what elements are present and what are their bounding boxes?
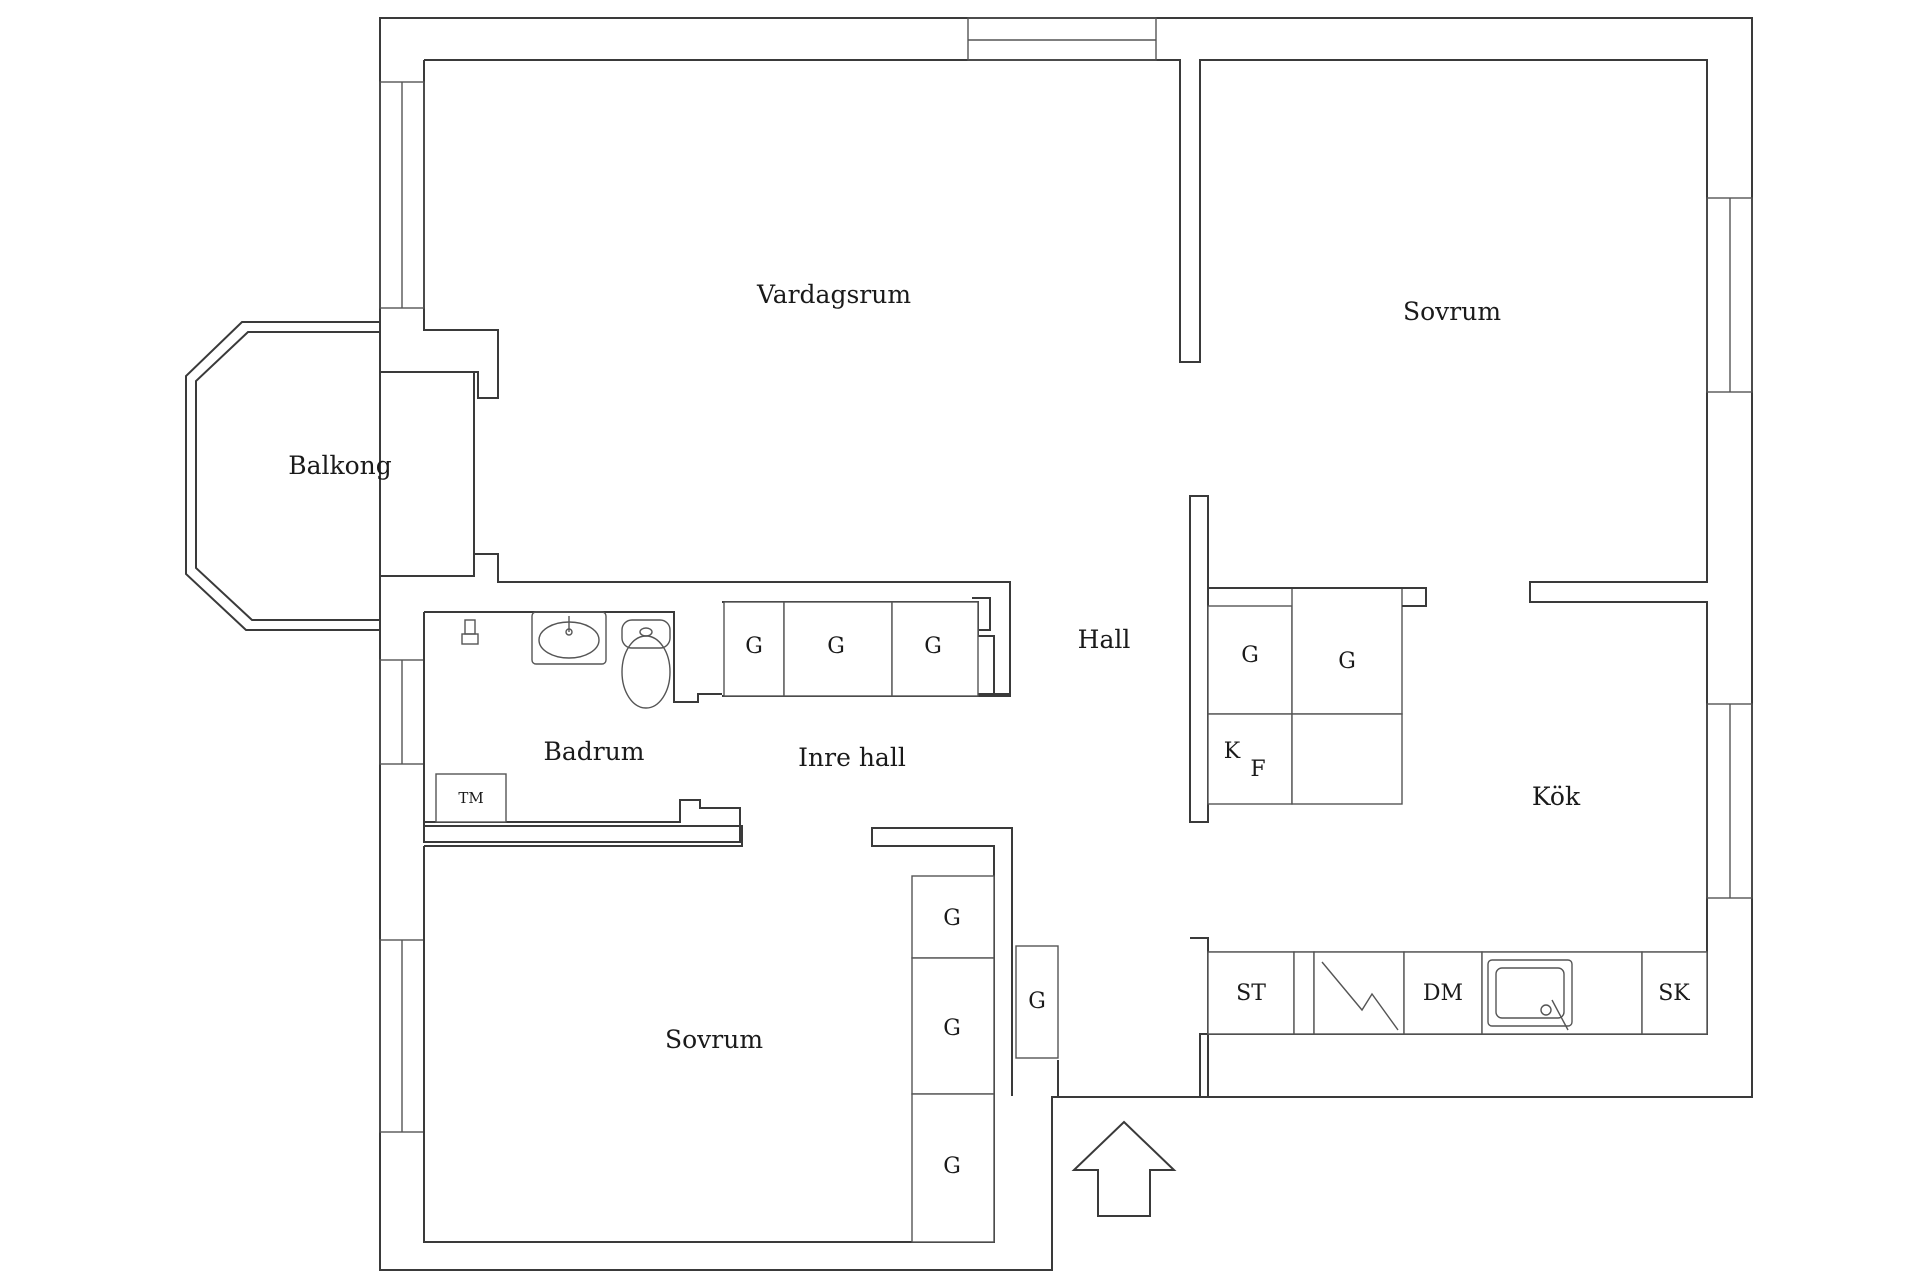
counter-dm	[1403, 951, 1483, 1035]
counter-gap	[1293, 951, 1315, 1035]
closet-g3	[1291, 713, 1403, 805]
inner-wall-left-top	[380, 60, 499, 399]
washer-tm	[435, 773, 507, 823]
hall-closet-wall	[1189, 495, 1209, 823]
tm-label: TM	[458, 789, 483, 807]
counter-sk	[1641, 951, 1708, 1035]
bathroom-wall	[423, 612, 741, 843]
hall-closet-wall-bottom	[1190, 937, 1209, 1096]
wardrobe-g6-label: G	[943, 1154, 961, 1179]
hall-wall-right	[994, 586, 1011, 697]
room-label-sovrum-top: Sovrum	[1403, 297, 1501, 326]
counter-stove	[1313, 951, 1405, 1035]
closet-g2-label: G	[1338, 649, 1356, 674]
sink-kitchen-icon	[1487, 959, 1573, 1031]
balcony-outer	[185, 321, 380, 631]
room-label-kok: Kök	[1532, 782, 1581, 811]
toilet-icon	[621, 619, 671, 709]
closet-g2	[1291, 587, 1403, 715]
bathroom-wall-top	[424, 611, 722, 703]
closet-g1-label: G	[1241, 643, 1259, 668]
wardrobe-g2-label: G	[827, 634, 845, 659]
entrance-arrow-icon	[1071, 1120, 1177, 1217]
room-label-balkong: Balkong	[288, 451, 392, 480]
wardrobe-g4	[911, 875, 995, 959]
window-top	[967, 17, 1157, 61]
bedroom-bottom-top	[424, 825, 743, 847]
balcony-inner	[195, 331, 380, 621]
room-label-vardagsrum: Vardagsrum	[756, 280, 911, 309]
wardrobe-g5	[911, 957, 995, 1095]
closet-f-label: F	[1250, 757, 1265, 782]
wardrobe-g3-label: G	[924, 634, 942, 659]
room-label-badrum: Badrum	[543, 737, 644, 766]
sink-icon	[531, 611, 607, 665]
counter-st-label: ST	[1236, 981, 1266, 1006]
room-label-hall: Hall	[1078, 625, 1131, 654]
inner-wall-top-left	[424, 59, 1708, 898]
closet-g1	[1207, 605, 1293, 715]
bedroom-bottom-wall	[423, 827, 1013, 1243]
wardrobe-g7	[1015, 945, 1059, 1059]
counter-dm-label: DM	[1423, 981, 1463, 1006]
wardrobe-g5-label: G	[943, 1016, 961, 1041]
closet-k-label: K	[1224, 739, 1241, 764]
wardrobe-g3	[891, 601, 979, 697]
wardrobe-g1-label: G	[745, 634, 763, 659]
counter-sink	[1481, 951, 1643, 1035]
wardrobe-g7-label: G	[1028, 989, 1046, 1014]
outer-wall	[379, 17, 1753, 1271]
counter-sk-label: SK	[1658, 981, 1690, 1006]
closet-top-line	[1208, 587, 1427, 607]
balcony-door-jamb	[380, 554, 475, 577]
wardrobe-g4-label: G	[943, 906, 961, 931]
room-label-inre-hall: Inre hall	[798, 743, 906, 772]
stove-icon	[1321, 961, 1399, 1031]
room-label-sovrum-bottom: Sovrum	[665, 1025, 763, 1054]
wardrobe-g6	[911, 1093, 995, 1243]
wardrobe-g2	[783, 601, 893, 697]
shower-icon	[461, 619, 479, 645]
wardrobe-g1	[723, 601, 785, 697]
